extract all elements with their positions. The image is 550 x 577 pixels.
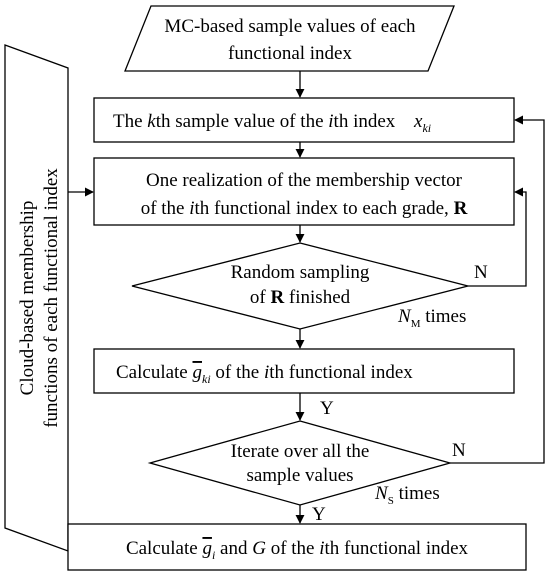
input-parallelogram: MC-based sample values of each functiona… — [124, 5, 455, 72]
decision2-count: NS times — [374, 483, 440, 507]
decision-random-sampling: Random sampling of R finished — [131, 242, 469, 330]
input-line-1: MC-based sample values of each — [164, 16, 416, 37]
final-calc-text: Calculate gi and G of the ith functional… — [126, 538, 469, 562]
side-input-line-1: Cloud-based membership — [17, 201, 38, 396]
decision2-line-1: Iterate over all the — [231, 441, 370, 462]
calc-gki-box: Calculate gki of the ith functional inde… — [93, 348, 515, 394]
decision2-yes-label: Y — [312, 504, 326, 525]
sample-value-text: The kth sample value of the ith index xk… — [113, 111, 431, 135]
decision1-count: NM times — [397, 306, 466, 330]
side-input-parallelogram: Cloud-based membership functions of each… — [4, 44, 69, 552]
final-calc-box: Calculate gi and G of the ith functional… — [67, 523, 527, 571]
decision-iterate: Iterate over all the sample values — [147, 420, 453, 506]
realization-line-1: One realization of the membership vector — [146, 170, 463, 191]
realization-line-2: of the ith functional index to each grad… — [141, 198, 468, 219]
sample-value-box: The kth sample value of the ith index xk… — [93, 97, 515, 143]
decision2-no-label: N — [452, 440, 466, 461]
input-line-2: functional index — [228, 43, 352, 64]
arrow-decision1-no-loop — [468, 187, 527, 287]
calc-yes-label: Y — [320, 398, 334, 419]
arrow-decision2-no-loop — [450, 115, 545, 464]
side-input-line-2: functions of each functional index — [41, 168, 62, 428]
realization-box: One realization of the membership vector… — [93, 157, 515, 226]
decision2-line-2: sample values — [246, 465, 353, 486]
decision1-line-1: Random sampling — [231, 262, 370, 283]
decision1-line-2: of R finished — [250, 287, 351, 308]
calc-gki-text: Calculate gki of the ith functional inde… — [116, 362, 413, 386]
decision1-no-label: N — [474, 262, 488, 283]
